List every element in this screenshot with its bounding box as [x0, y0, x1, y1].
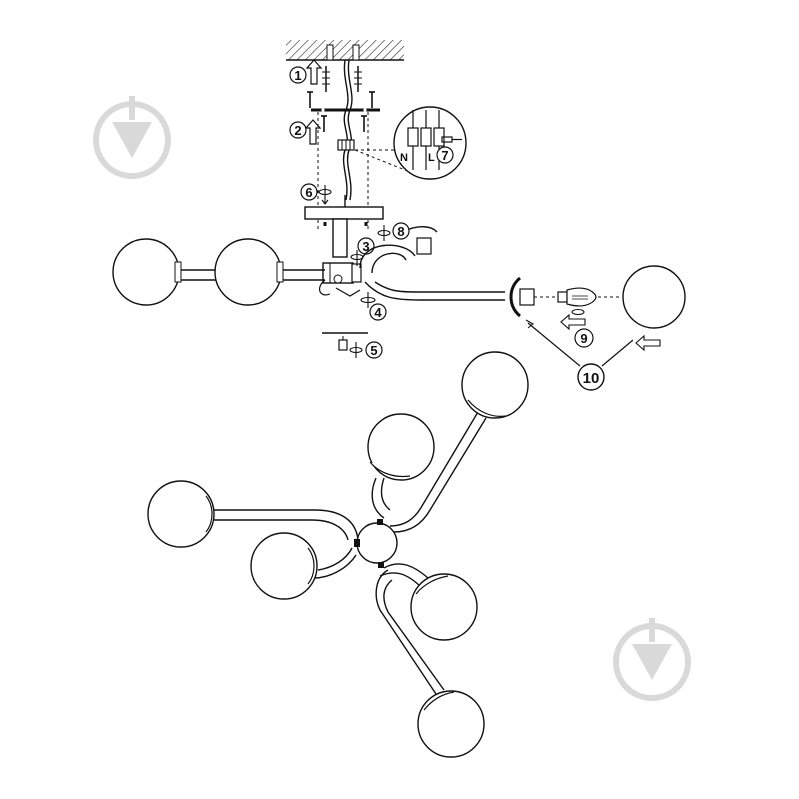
assembled-hub [356, 522, 398, 564]
step-3-label: 3 [362, 239, 369, 254]
up-arrow-icon [305, 59, 323, 85]
assembled-globe-4 [461, 351, 529, 419]
power-cable-2 [346, 59, 353, 201]
wall-plug-right [354, 66, 362, 92]
step-2-label: 2 [294, 123, 301, 138]
wall-plug-left [322, 66, 330, 92]
bracket-screw-left [321, 115, 327, 132]
step-6-label: 6 [305, 185, 312, 200]
rotate-arrow-icon-5 [349, 342, 363, 358]
globe-shade-2 [214, 238, 282, 306]
terminal-n-label: N [400, 152, 408, 164]
step-1-label: 1 [294, 68, 301, 83]
rotate-arrow-icon-9 [571, 308, 585, 316]
step-7-label: 7 [441, 148, 448, 163]
step-5-label: 5 [370, 343, 377, 358]
rotate-arrow-icon-4 [360, 292, 376, 308]
globe-shade-3 [622, 265, 686, 329]
assembled-globe-6 [417, 690, 485, 758]
bracket-screw-right [361, 115, 367, 132]
location-pin-watermark-icon [93, 96, 171, 179]
light-bulb-icon [557, 287, 597, 307]
terminal-block [337, 139, 355, 151]
socket-holder [509, 276, 535, 329]
assembled-fixture [212, 411, 487, 695]
left-arrow-icon-2 [635, 334, 661, 352]
rotate-arrow-icon-8 [377, 225, 391, 241]
step-4-label: 4 [374, 305, 382, 320]
assembled-globe-3 [367, 413, 435, 481]
right-curved-arm [359, 244, 505, 301]
globe-socket-cups [205, 399, 507, 711]
finial-cap [338, 336, 348, 351]
socket-cup-1 [174, 261, 182, 283]
rotate-arrow-icon [318, 185, 332, 205]
screw-left [307, 91, 313, 108]
guide-lines [317, 112, 411, 232]
assembled-globe-1 [147, 480, 215, 548]
step-9-label: 9 [580, 331, 587, 346]
hub-connector-top [377, 519, 383, 525]
location-pin-watermark-icon-2 [613, 618, 691, 701]
terminal-l-label: L [428, 152, 435, 164]
screw-right [369, 91, 375, 108]
assembled-globe-2 [250, 532, 318, 600]
hub-connector-left [354, 539, 360, 547]
globe-shade-1 [112, 238, 180, 306]
left-arm [180, 269, 325, 281]
canopy [304, 195, 384, 258]
arm-connector [318, 279, 361, 297]
step-10-label: 10 [583, 370, 600, 387]
socket-cup-2 [276, 261, 284, 283]
assembled-globe-5 [410, 573, 478, 641]
power-cable [342, 59, 349, 201]
hub-connector-bottom [378, 562, 384, 568]
up-arrow-icon-2 [304, 119, 322, 145]
center-hub [322, 262, 362, 284]
step-8-label: 8 [397, 224, 404, 239]
pointer-line-10b [601, 339, 634, 367]
pointer-line-10a [527, 322, 581, 367]
ceiling [286, 40, 404, 61]
terminal-detail-zoom [393, 106, 467, 180]
left-arrow-icon [560, 313, 586, 331]
mounting-bracket [311, 108, 380, 112]
